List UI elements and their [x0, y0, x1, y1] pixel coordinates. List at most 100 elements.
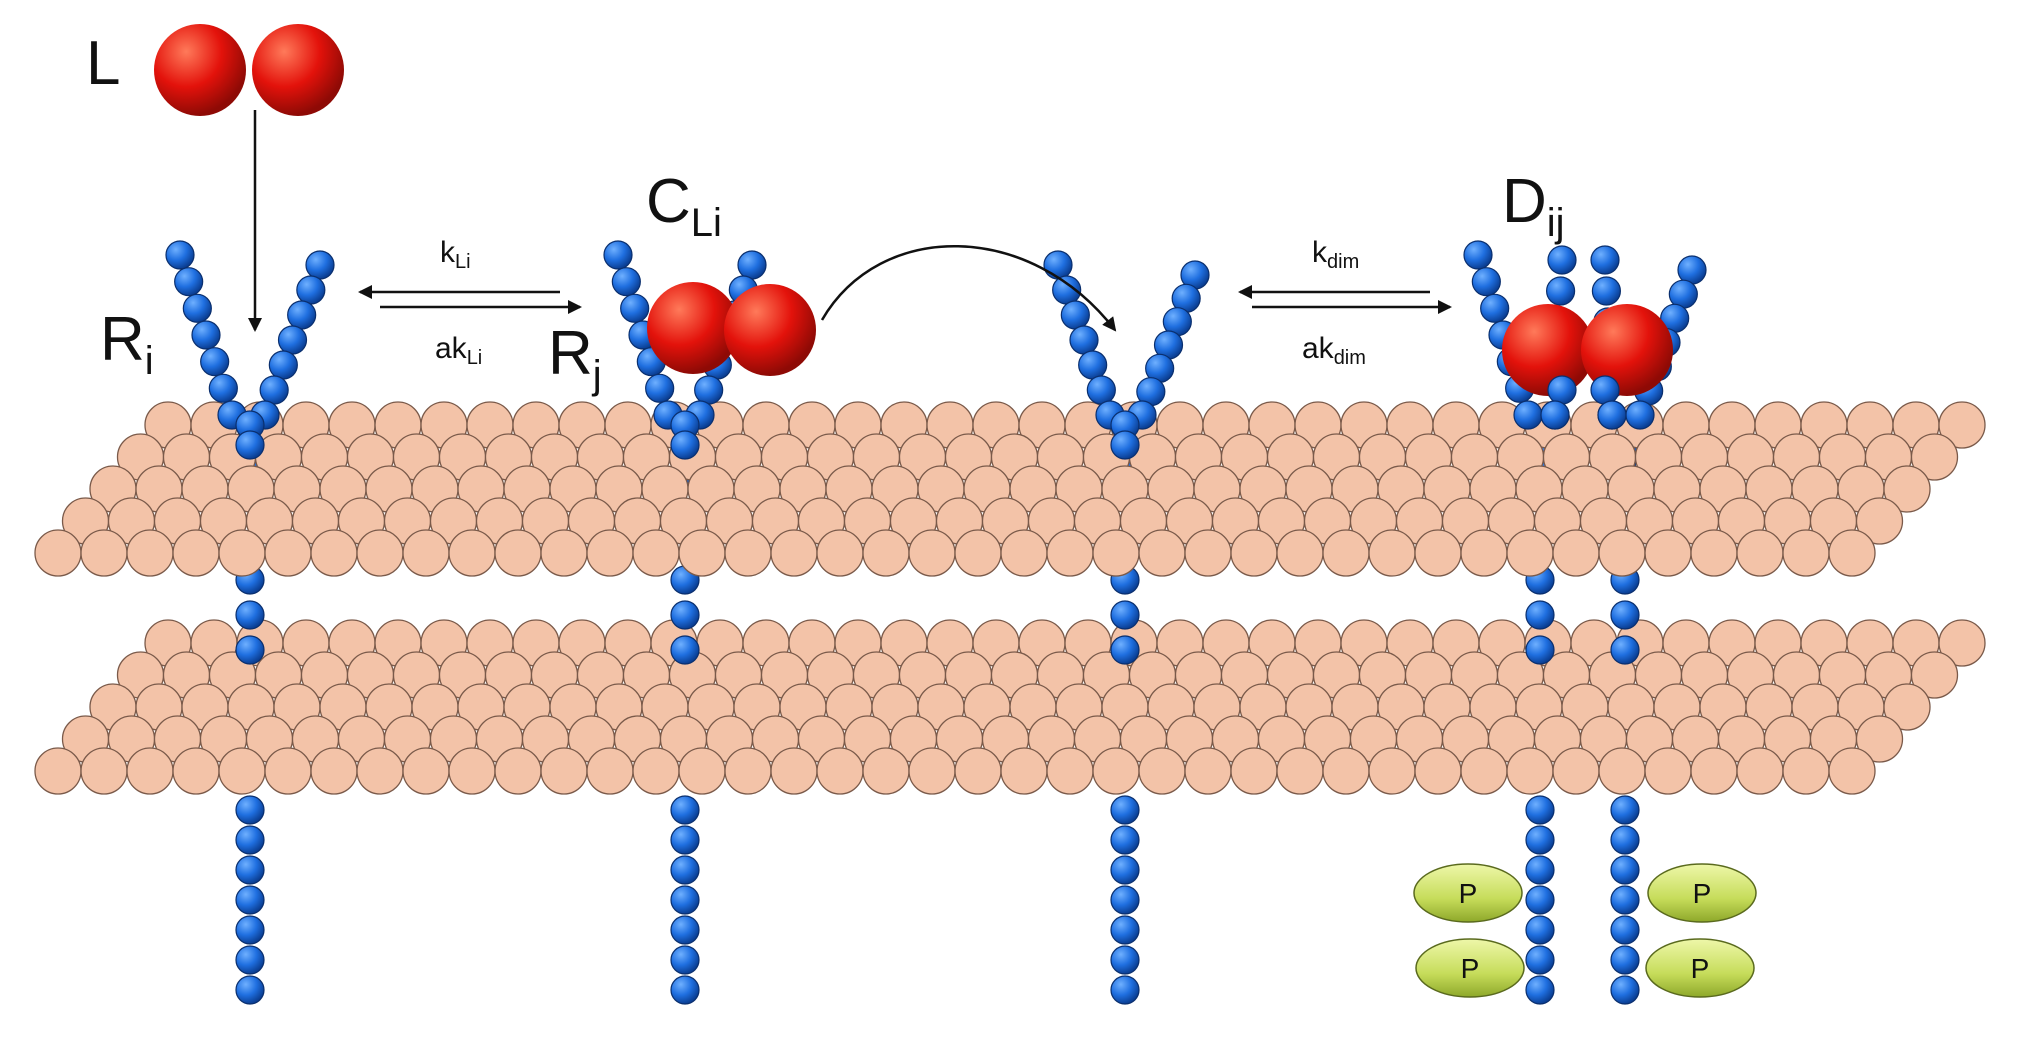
- rate-forward-dimer: kdim: [1312, 236, 1359, 273]
- lipid-head: [494, 529, 542, 577]
- receptor-bead: [165, 240, 195, 270]
- ligand-sphere: [154, 24, 246, 116]
- phospho-oval: [1415, 938, 1525, 998]
- lipid-head: [264, 747, 312, 795]
- receptor-bead: [1110, 635, 1140, 665]
- receptor-bead: [670, 600, 700, 630]
- lipid-head: [586, 747, 634, 795]
- lipid-head: [586, 529, 634, 577]
- lipid-head: [1276, 747, 1324, 795]
- phospho-label: P: [1459, 878, 1478, 909]
- lipid-head: [954, 747, 1002, 795]
- transfer-arc-arrow: [820, 245, 1117, 332]
- complex-label: CLi: [646, 167, 722, 245]
- lipid-head: [218, 529, 266, 577]
- membrane-lower-leaflet: [34, 619, 1986, 795]
- lipid-head: [816, 529, 864, 577]
- receptor-bead: [1060, 300, 1090, 330]
- lipid-head: [862, 529, 910, 577]
- lipid-head: [1598, 747, 1646, 795]
- lipid-head: [310, 529, 358, 577]
- lipid-head: [816, 747, 864, 795]
- receptor-bead: [670, 795, 700, 825]
- receptor-bead: [235, 430, 265, 460]
- receptor-j-label: Rj: [548, 319, 602, 397]
- receptor-bead: [191, 320, 221, 350]
- lipid-head: [770, 747, 818, 795]
- receptor-bead: [1597, 400, 1627, 430]
- receptor-bead: [1078, 350, 1108, 380]
- receptor-bead: [670, 855, 700, 885]
- lipid-head: [1910, 651, 1959, 699]
- lipid-head: [356, 529, 404, 577]
- lipid-head: [678, 529, 726, 577]
- receptor-bead: [1110, 430, 1140, 460]
- receptor-bead: [1110, 945, 1140, 975]
- lipid-head: [126, 529, 174, 577]
- lipid-head: [540, 747, 588, 795]
- receptor-bead: [1110, 825, 1140, 855]
- lipid-head: [678, 747, 726, 795]
- receptor-bead: [737, 250, 767, 280]
- receptor-bead: [1610, 635, 1640, 665]
- receptor-i-label: Ri: [100, 305, 154, 383]
- lipid-head: [1460, 747, 1508, 795]
- receptor-bead: [670, 635, 700, 665]
- receptor-bead: [670, 885, 700, 915]
- receptor-bead: [1590, 375, 1620, 405]
- receptor-bead: [1043, 250, 1073, 280]
- lipid-head: [1000, 747, 1048, 795]
- lipid-head: [1782, 747, 1830, 795]
- lipid-head: [34, 747, 82, 795]
- receptor-bead: [287, 300, 317, 330]
- lipid-head: [1855, 715, 1904, 763]
- lipid-head: [1092, 529, 1140, 577]
- lipid-head: [1883, 683, 1931, 731]
- receptor-bead: [1610, 915, 1640, 945]
- lipid-head: [1910, 433, 1959, 481]
- ligand-label: L: [86, 29, 120, 98]
- receptor-bead: [670, 915, 700, 945]
- lipid-head: [770, 529, 818, 577]
- receptor-intracellular-tails: [235, 795, 1640, 1005]
- lipid-head: [724, 747, 772, 795]
- phospho-oval: [1645, 938, 1755, 998]
- receptor-bead: [235, 600, 265, 630]
- ligand-sphere: [1581, 304, 1673, 396]
- lipid-head: [448, 529, 496, 577]
- lipid-head: [908, 529, 956, 577]
- receptor-bead: [670, 825, 700, 855]
- lipid-head: [448, 747, 496, 795]
- ligand-spheres: [154, 24, 1673, 430]
- receptor-bead: [1525, 825, 1555, 855]
- receptor-bead: [200, 347, 230, 377]
- receptor-bead: [235, 945, 265, 975]
- receptor-bead: [645, 373, 675, 403]
- lipid-head: [126, 747, 174, 795]
- lipid-head: [172, 747, 220, 795]
- receptor-bead: [1610, 600, 1640, 630]
- receptor-bead: [268, 350, 298, 380]
- lipid-head: [1782, 529, 1830, 577]
- receptor-bead: [1471, 267, 1501, 297]
- lipid-head: [1184, 529, 1232, 577]
- lipid-head: [1460, 529, 1508, 577]
- membrane-upper-leaflet: [34, 401, 1986, 577]
- lipid-head: [1230, 747, 1278, 795]
- ligand-sphere: [252, 24, 344, 116]
- lipid-head: [1598, 529, 1646, 577]
- receptor-bead: [235, 825, 265, 855]
- lipid-head: [632, 747, 680, 795]
- receptor-bead: [208, 373, 238, 403]
- lipid-head: [1552, 747, 1600, 795]
- phospho-label: P: [1691, 953, 1710, 984]
- phospho-label: P: [1693, 878, 1712, 909]
- lipid-head: [1828, 529, 1876, 577]
- lipid-head: [1736, 529, 1784, 577]
- receptor-bead: [174, 267, 204, 297]
- receptor-bead: [1547, 375, 1577, 405]
- lipid-head: [954, 529, 1002, 577]
- receptor-bead: [1525, 915, 1555, 945]
- receptor-bead: [1480, 293, 1510, 323]
